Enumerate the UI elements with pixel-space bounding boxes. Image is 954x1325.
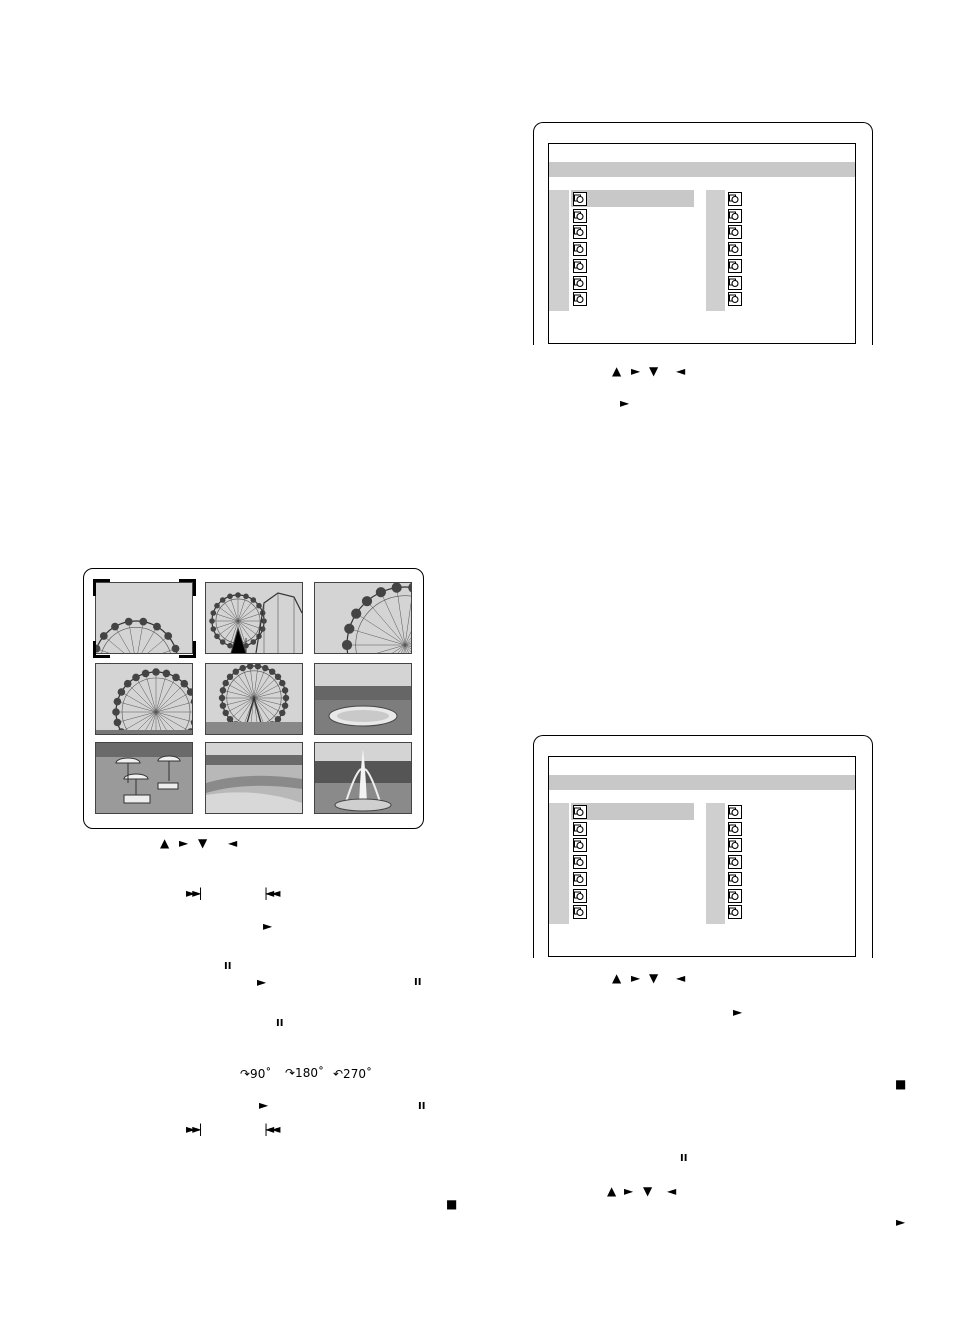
photo-file-icon[interactable] <box>573 275 587 290</box>
play-icon: ► <box>620 396 630 410</box>
left-arrow-icon: ◄ <box>676 971 686 985</box>
pause-icon: II <box>224 961 232 972</box>
photo-file-icon[interactable] <box>728 192 742 206</box>
right-arrow-icon: ► <box>179 836 189 850</box>
stop-icon: ■ <box>446 1197 458 1211</box>
photo-file-icon[interactable] <box>573 888 587 903</box>
thumbnail-fountain-plaza[interactable] <box>314 742 412 814</box>
photo-file-icon[interactable] <box>573 242 587 257</box>
photo-file-icon[interactable] <box>573 192 587 206</box>
thumbnail-ferris-wheel-coaster[interactable] <box>205 582 303 654</box>
prev-track-icon: |◄◄ <box>264 1122 280 1136</box>
up-arrow-icon: ▲ <box>607 1184 617 1198</box>
photo-file-icon[interactable] <box>728 275 742 290</box>
pause-icon: II <box>418 1101 426 1112</box>
next-track-icon: ►►| <box>186 1122 202 1136</box>
photo-file-icon[interactable] <box>573 258 587 273</box>
photo-file-icon[interactable] <box>573 871 587 886</box>
thumbnail-ferris-wheel-front[interactable] <box>205 663 303 735</box>
next-track-icon: ►►| <box>186 886 202 900</box>
play-icon: ► <box>259 1098 269 1112</box>
play-icon: ► <box>733 1005 743 1019</box>
menu-screen-1-display <box>548 143 856 344</box>
menu-screen-2-selected-row[interactable] <box>571 803 694 820</box>
photo-file-icon[interactable] <box>573 821 587 836</box>
thumbnail-ferris-wheel-edge[interactable] <box>314 582 412 654</box>
down-arrow-icon: ▼ <box>198 836 208 850</box>
right-arrow-icon: ► <box>631 364 641 378</box>
menu-screen-1 <box>533 122 873 345</box>
photo-file-icon[interactable] <box>728 805 742 819</box>
thumbnail-flower-garden-far[interactable] <box>314 663 412 735</box>
down-arrow-icon: ▼ <box>649 364 659 378</box>
photo-file-icon[interactable] <box>728 855 742 870</box>
photo-file-icon[interactable] <box>728 838 742 853</box>
photo-file-icon[interactable] <box>573 225 587 240</box>
menu-screen-1-left-strip <box>549 190 569 311</box>
photo-file-icon[interactable] <box>728 242 742 257</box>
prev-track-icon: |◄◄ <box>264 886 280 900</box>
thumbnail-parasol-tables[interactable] <box>95 742 193 814</box>
photo-file-icon[interactable] <box>573 208 587 223</box>
rotate-180-icon: ↷180˚ <box>285 1066 324 1080</box>
thumbnail-ferris-wheel-large[interactable] <box>95 663 193 735</box>
up-arrow-icon: ▲ <box>160 836 170 850</box>
thumbnail-ferris-wheel-corner[interactable] <box>95 582 193 654</box>
photo-file-icon[interactable] <box>573 838 587 853</box>
menu-screen-1-right-strip <box>706 190 725 311</box>
photo-file-icon[interactable] <box>573 292 587 307</box>
stop-icon: ■ <box>895 1077 907 1091</box>
menu-screen-2-display <box>548 756 856 957</box>
selection-corner <box>179 579 196 596</box>
menu-screen-1-selected-row[interactable] <box>571 190 694 207</box>
right-arrow-icon: ► <box>631 971 641 985</box>
pause-icon: II <box>680 1153 688 1164</box>
rotate-270-icon: ↶270˚ <box>333 1067 372 1081</box>
photo-file-icon[interactable] <box>728 871 742 886</box>
right-arrow-icon: ► <box>624 1184 634 1198</box>
photo-file-icon[interactable] <box>728 292 742 307</box>
menu-screen-2-header-bar <box>549 775 855 790</box>
selection-corner <box>93 641 110 658</box>
menu-screen-2-right-strip <box>706 803 725 924</box>
photo-file-icon[interactable] <box>728 208 742 223</box>
photo-file-icon[interactable] <box>573 855 587 870</box>
selection-corner <box>93 579 110 596</box>
play-icon: ► <box>257 975 267 989</box>
photo-file-icon[interactable] <box>728 821 742 836</box>
pause-icon: II <box>414 977 422 988</box>
left-arrow-icon: ◄ <box>228 836 238 850</box>
selection-corner <box>179 641 196 658</box>
menu-screen-2-left-strip <box>549 803 569 924</box>
down-arrow-icon: ▼ <box>643 1184 653 1198</box>
left-arrow-icon: ◄ <box>676 364 686 378</box>
rotate-90-icon: ↷90˚ <box>240 1067 272 1081</box>
photo-file-icon[interactable] <box>728 888 742 903</box>
up-arrow-icon: ▲ <box>612 971 622 985</box>
play-icon: ► <box>896 1215 906 1229</box>
pause-icon: II <box>276 1018 284 1029</box>
photo-file-icon[interactable] <box>728 258 742 273</box>
photo-file-icon[interactable] <box>573 905 587 920</box>
play-icon: ► <box>263 919 273 933</box>
left-arrow-icon: ◄ <box>667 1184 677 1198</box>
up-arrow-icon: ▲ <box>612 364 622 378</box>
thumbnail-flower-field-path[interactable] <box>205 742 303 814</box>
down-arrow-icon: ▼ <box>649 971 659 985</box>
photo-file-icon[interactable] <box>573 805 587 819</box>
thumbnail-panel <box>83 568 424 829</box>
photo-file-icon[interactable] <box>728 225 742 240</box>
photo-file-icon[interactable] <box>728 905 742 920</box>
menu-screen-2 <box>533 735 873 958</box>
menu-screen-1-header-bar <box>549 162 855 177</box>
